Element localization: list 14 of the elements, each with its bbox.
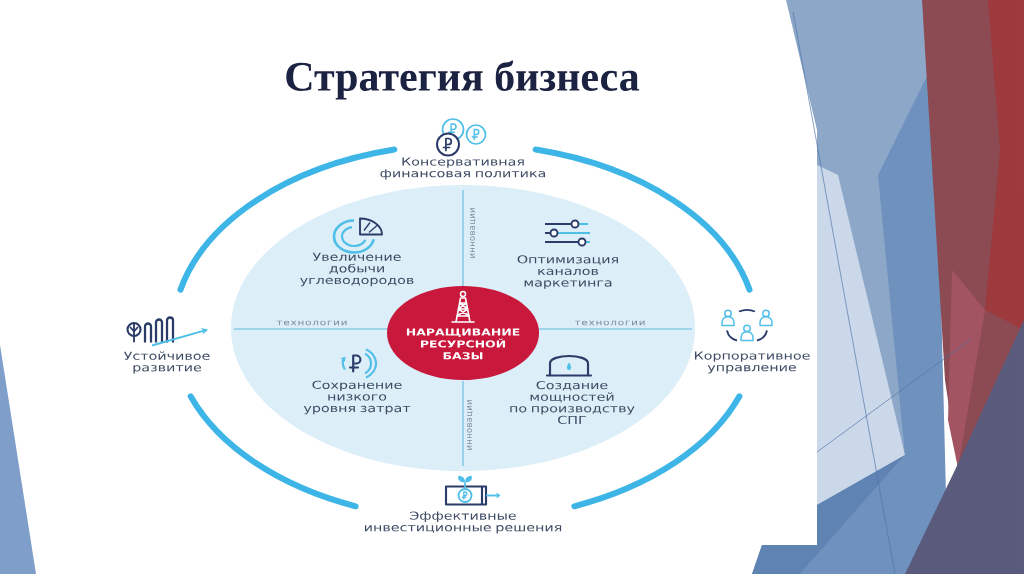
axis-label: инновации [470,208,476,258]
item-label: Оптимизация каналов маркетинга [517,255,618,289]
axis-label: технологии [276,320,347,326]
item-label: Создание мощностей по производству СПГ [510,380,635,425]
item-label: Увеличение добычи углеводородов [300,252,414,287]
item-label: Консервативная финансовая политика [380,157,546,180]
axis-label: технологии [574,320,645,326]
item-label: Корпоративное управление [694,351,810,374]
axis-label: инновации [467,400,473,450]
inner-circle [231,185,695,471]
item-label: Сохранение низкого уровня затрат [303,380,411,415]
item-label: Эффективные инвестиционные решения [365,511,562,534]
item-label: Устойчивое развитие [123,351,210,374]
title: Стратегия бизнеса [286,60,640,100]
